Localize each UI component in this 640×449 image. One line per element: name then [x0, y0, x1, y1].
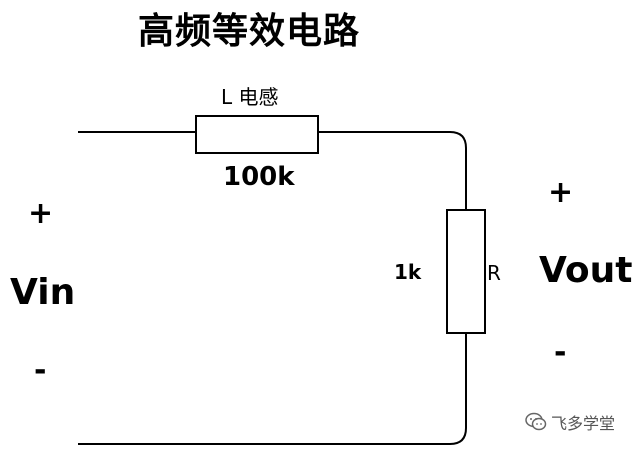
resistor-label: R [487, 261, 501, 285]
inductor-symbol [195, 115, 319, 154]
diagram-title: 高频等效电路 [138, 11, 361, 52]
wechat-icon [525, 412, 547, 431]
vout-plus-sign: + [548, 175, 574, 210]
inductor-label: L 电感 [221, 85, 279, 109]
resistor-symbol [446, 209, 486, 334]
wire-bottom [78, 333, 467, 445]
vin-label: Vin [10, 272, 76, 313]
inductor-value: 100k [223, 162, 295, 192]
vin-plus-sign: + [28, 196, 54, 231]
watermark: 飞多学堂 [525, 410, 615, 434]
watermark-text: 飞多学堂 [551, 414, 616, 433]
vin-minus-sign: - [34, 353, 47, 388]
vout-minus-sign: - [554, 335, 567, 370]
wire-top-right [318, 131, 467, 210]
resistor-value: 1k [394, 260, 422, 284]
vout-label: Vout [539, 250, 633, 291]
